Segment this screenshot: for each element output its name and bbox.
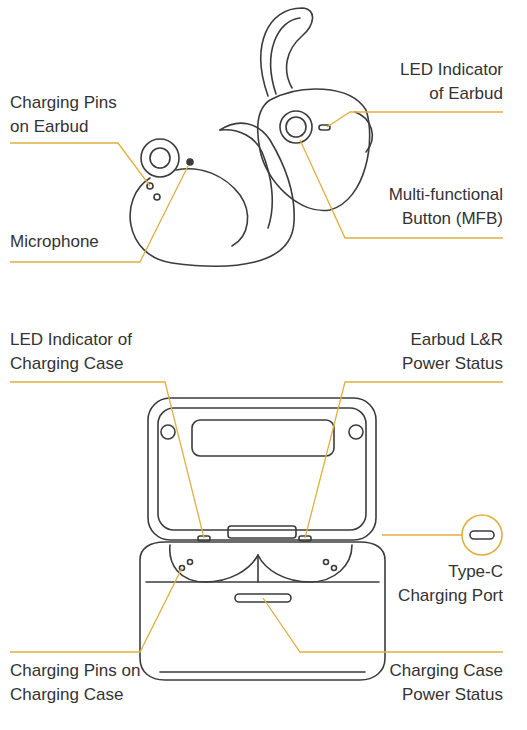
- leader-line: [305, 382, 503, 538]
- callout-label: Type-C Charging Port: [393, 560, 503, 608]
- leader-line: [10, 143, 150, 186]
- callout-label: LED Indicator of Earbud: [391, 58, 503, 106]
- leader-line: [10, 382, 204, 538]
- callout-label: Microphone: [10, 230, 150, 254]
- leader-line: [10, 568, 182, 652]
- right-earbud: [258, 8, 373, 211]
- type-c-port: [462, 515, 502, 555]
- charging-case: [140, 398, 385, 680]
- leader-line: [300, 140, 503, 238]
- leader-lines: [10, 112, 503, 652]
- callout-label: Earbud L&R Power Status: [383, 328, 503, 376]
- callout-label: Charging Pins on Earbud: [10, 91, 128, 139]
- callout-label: Multi-functional Button (MFB): [363, 183, 503, 231]
- leader-line: [327, 112, 503, 127]
- callout-label: LED Indicator of Charging Case: [10, 328, 160, 376]
- leader-line: [382, 534, 462, 535]
- leader-line: [10, 166, 188, 262]
- callout-label: Charging Case Power Status: [373, 659, 503, 707]
- leader-line: [263, 598, 503, 652]
- callout-label: Charging Pins on Charging Case: [10, 659, 150, 707]
- left-earbud: [130, 123, 294, 266]
